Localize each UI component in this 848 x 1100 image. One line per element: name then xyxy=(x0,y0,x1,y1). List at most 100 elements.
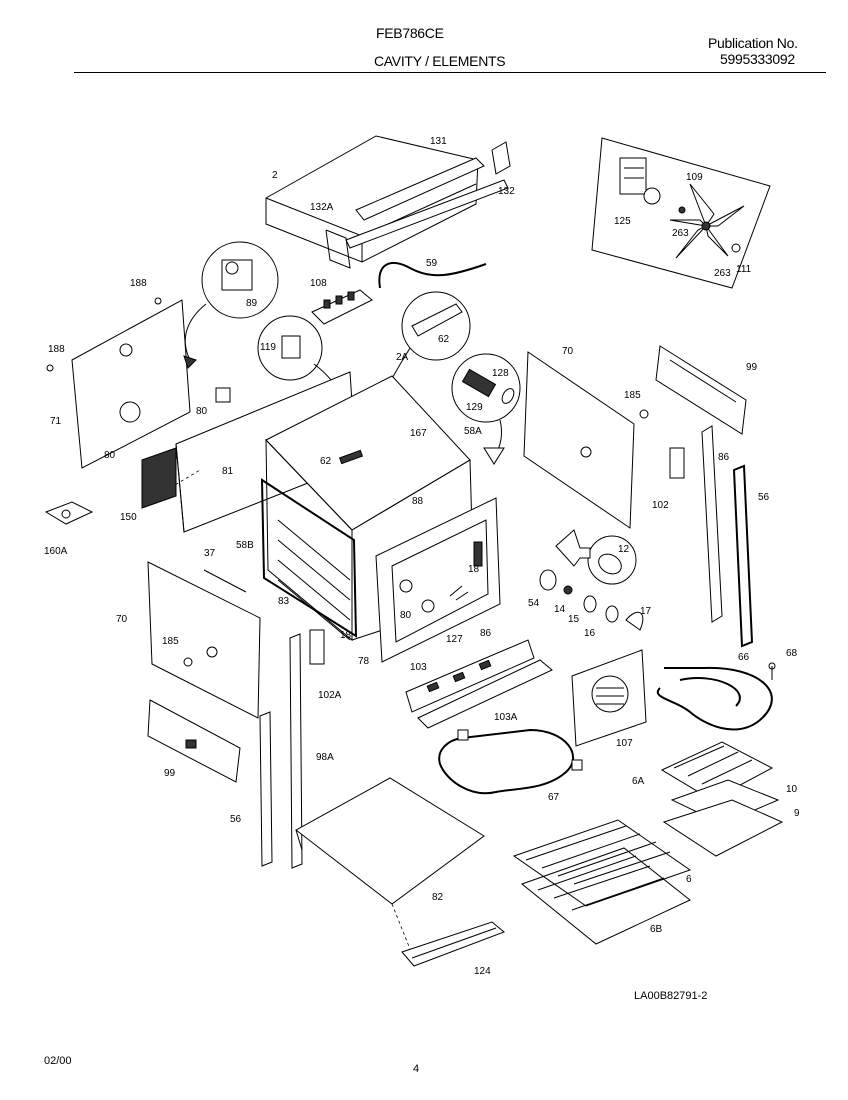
callout-128: 128 xyxy=(492,368,509,379)
callout-67: 67 xyxy=(548,792,560,803)
callout-12: 12 xyxy=(618,544,630,555)
detail-bubble-89 xyxy=(183,241,279,369)
callout-160A: 160A xyxy=(44,546,68,557)
callout-18-frame: 18 xyxy=(468,564,480,575)
callout-82: 82 xyxy=(432,892,444,903)
light-parts xyxy=(539,569,644,631)
right-side-panel xyxy=(523,351,649,529)
callout-263-upper: 263 xyxy=(672,228,689,239)
callout-6A: 6A xyxy=(632,776,645,787)
callout-86-lower: 86 xyxy=(480,628,492,639)
callout-103A: 103A xyxy=(494,712,518,723)
callout-89: 89 xyxy=(246,298,258,309)
callout-102A: 102A xyxy=(318,690,342,701)
broil-pan-set xyxy=(660,741,784,857)
callout-15: 15 xyxy=(568,614,580,625)
callout-150: 150 xyxy=(120,512,137,523)
callout-71: 71 xyxy=(50,416,62,427)
callout-103: 103 xyxy=(410,662,427,673)
callout-83: 83 xyxy=(278,596,290,607)
callout-109: 109 xyxy=(686,172,703,183)
callout-62-bubble: 62 xyxy=(438,334,450,345)
callout-6: 6 xyxy=(686,874,692,885)
callout-108: 108 xyxy=(310,278,327,289)
callout-80-frame: 80 xyxy=(400,610,412,621)
callout-70-left: 70 xyxy=(116,614,128,625)
callout-185-right: 185 xyxy=(624,390,641,401)
callout-78: 78 xyxy=(358,656,370,667)
callout-66: 66 xyxy=(738,652,750,663)
callout-9: 9 xyxy=(794,808,800,819)
left-trim-strips xyxy=(259,629,325,869)
callout-6B: 6B xyxy=(650,924,663,935)
model-number: FEB786CE xyxy=(376,25,444,41)
convection-fan-inset xyxy=(591,137,771,289)
callout-132: 132 xyxy=(498,186,515,197)
section-title: CAVITY / ELEMENTS xyxy=(374,53,506,69)
callout-54: 54 xyxy=(528,598,540,609)
callout-68: 68 xyxy=(786,648,798,659)
vent-trim xyxy=(405,639,553,729)
rear-panel xyxy=(46,297,191,469)
oven-bottom xyxy=(295,777,485,955)
callout-127: 127 xyxy=(446,634,463,645)
callout-14: 14 xyxy=(554,604,566,615)
callout-188-lower: 188 xyxy=(48,344,65,355)
callout-labels: 2 131 132 132A 59 125 109 263 263 111 18… xyxy=(44,136,800,977)
cooling-blower xyxy=(44,447,177,525)
upper-control-bracket xyxy=(655,345,747,435)
drawer-trim xyxy=(401,921,505,967)
footer-date: 02/00 xyxy=(44,1055,72,1067)
callout-132A: 132A xyxy=(310,202,334,213)
callout-99-upper: 99 xyxy=(746,362,758,373)
oven-cavity xyxy=(260,375,475,642)
front-frame xyxy=(375,497,501,663)
callout-86-upper: 86 xyxy=(718,452,730,463)
terminal-block xyxy=(311,289,373,325)
callout-2A: 2A xyxy=(396,352,409,363)
callout-88: 88 xyxy=(412,496,424,507)
fan-blade-icon xyxy=(669,183,745,259)
callout-80-upper: 80 xyxy=(196,406,208,417)
callout-124: 124 xyxy=(474,966,491,977)
callout-98A: 98A xyxy=(316,752,334,763)
detail-bubble-128 xyxy=(451,353,521,465)
callout-99-lower: 99 xyxy=(164,768,176,779)
callout-185-left: 185 xyxy=(162,636,179,647)
header-rule xyxy=(74,72,826,73)
callout-263-lower: 263 xyxy=(714,268,731,279)
callout-102: 102 xyxy=(652,500,669,511)
callout-70-right: 70 xyxy=(562,346,574,357)
callout-129: 129 xyxy=(466,402,483,413)
callout-59: 59 xyxy=(426,258,438,269)
light-assembly xyxy=(555,529,637,585)
callout-62-cavity: 62 xyxy=(320,456,332,467)
diagram-reference: LA00B82791-2 xyxy=(634,990,708,1002)
callout-131: 131 xyxy=(430,136,447,147)
wire-harness xyxy=(378,262,487,289)
callout-58B: 58B xyxy=(236,540,254,551)
callout-125: 125 xyxy=(614,216,631,227)
broil-element xyxy=(656,662,776,731)
callout-111: 111 xyxy=(736,264,752,275)
top-panel xyxy=(265,135,511,269)
callout-16: 16 xyxy=(584,628,596,639)
callout-58A: 58A xyxy=(464,426,482,437)
lower-control-bracket xyxy=(147,699,241,783)
callout-37: 37 xyxy=(204,548,216,559)
callout-80-left: 80 xyxy=(104,450,116,461)
callout-56-right: 56 xyxy=(758,492,770,503)
callout-56-left: 56 xyxy=(230,814,242,825)
callout-2: 2 xyxy=(272,170,278,181)
callout-17: 17 xyxy=(640,606,652,617)
callout-107: 107 xyxy=(616,738,633,749)
page-number: 4 xyxy=(413,1063,420,1075)
element-coil-icon xyxy=(461,368,515,404)
callout-18-cavity: 18 xyxy=(340,630,352,641)
callout-119: 119 xyxy=(260,342,276,353)
callout-10: 10 xyxy=(786,784,798,795)
bake-element xyxy=(438,728,583,795)
convection-fan-cover xyxy=(571,649,647,747)
callout-188-upper: 188 xyxy=(130,278,147,289)
